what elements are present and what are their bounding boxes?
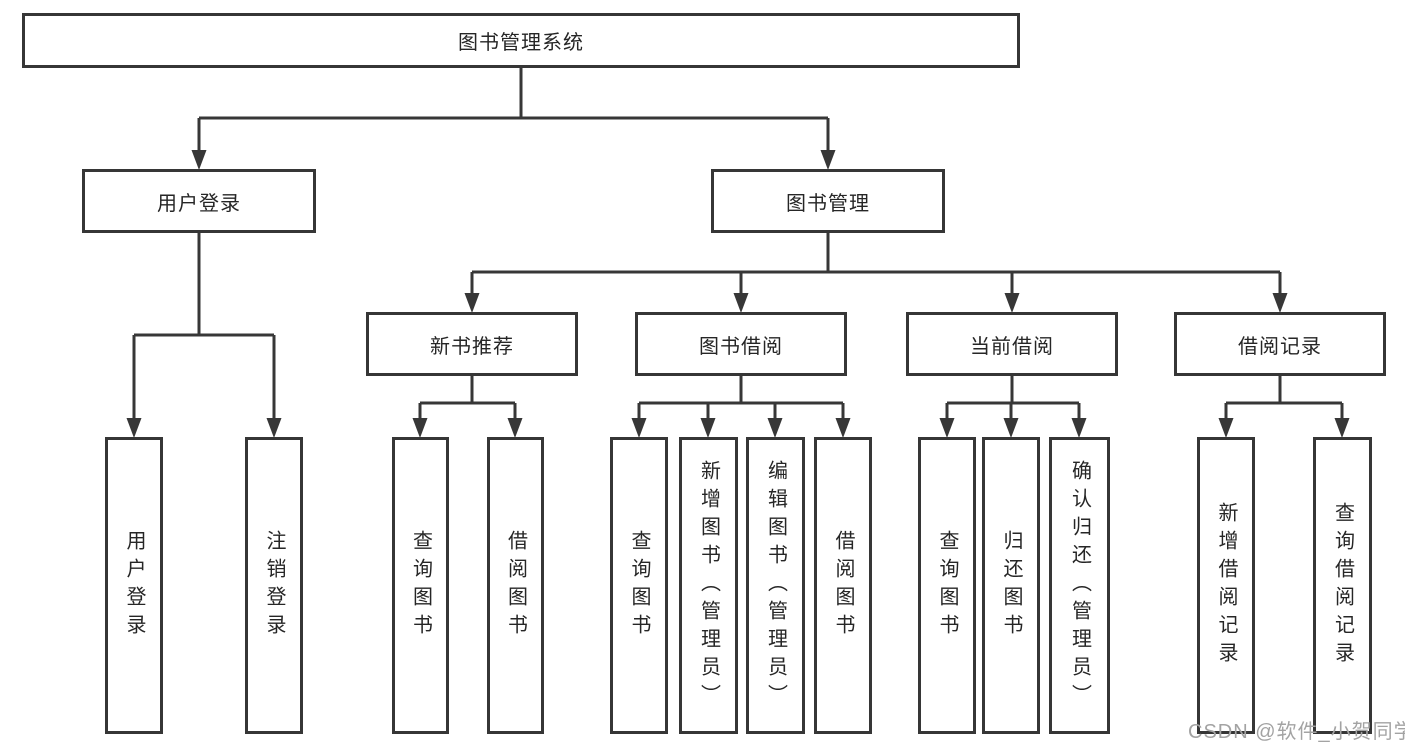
connector-book-borrow-children: [637, 376, 845, 424]
connector-user-login-children: [132, 233, 276, 424]
arrowhead-icon: [835, 418, 851, 438]
node-label: 当前借阅: [970, 335, 1054, 358]
node-leaf-borrow-search-books: 查询图书: [610, 437, 668, 734]
node-label: 查询借阅记录: [1331, 501, 1354, 670]
connector-book-management-children: [470, 233, 1282, 299]
node-leaf-add-books-admin: 新增图书（管理员）: [679, 437, 738, 734]
connector-current-borrow-children: [945, 376, 1081, 424]
node-label: 借阅图书: [832, 529, 854, 642]
node-label: 新增借阅记录: [1215, 501, 1237, 670]
node-label: 图书管理系统: [458, 32, 584, 54]
node-label: 借阅图书: [504, 529, 527, 642]
node-user-login: 用户登录: [82, 169, 316, 233]
node-book-management: 图书管理: [711, 169, 945, 233]
arrowhead-icon: [733, 293, 749, 313]
node-leaf-user-login: 用户登录: [105, 437, 163, 734]
arrowhead-icon: [1003, 418, 1019, 438]
arrowhead-icon: [631, 418, 647, 438]
node-leaf-edit-books-admin: 编辑图书（管理员）: [746, 437, 805, 734]
node-label: 编辑图书（管理员）: [764, 459, 787, 712]
node-leaf-recommend-search-books: 查询图书: [392, 437, 449, 734]
arrowhead-icon: [939, 418, 955, 438]
node-label: 归还图书: [1000, 529, 1022, 642]
node-label: 图书管理: [786, 192, 870, 215]
node-leaf-add-borrow-record: 新增借阅记录: [1197, 437, 1255, 734]
node-leaf-return-books: 归还图书: [982, 437, 1040, 734]
arrowhead-icon: [767, 418, 783, 438]
arrowhead-icon: [126, 418, 142, 438]
arrowhead-icon: [1004, 293, 1020, 313]
node-book-borrow: 图书借阅: [635, 312, 847, 376]
node-label: 注销登录: [263, 529, 285, 642]
csdn-watermark: CSDN @软件_小贺同学: [1188, 721, 1405, 743]
node-label: 图书借阅: [699, 335, 783, 358]
node-label: 查询图书: [628, 529, 650, 642]
node-label: 确认归还（管理员）: [1068, 459, 1091, 712]
arrowhead-icon: [412, 418, 428, 438]
node-new-book-recommend: 新书推荐: [366, 312, 578, 376]
arrowhead-icon: [1272, 293, 1288, 313]
arrowhead-group: [126, 150, 1350, 438]
node-label: 用户登录: [157, 192, 241, 215]
node-leaf-search-borrow-record: 查询借阅记录: [1313, 437, 1372, 734]
node-label: 查询图书: [936, 529, 958, 642]
node-leaf-current-search-books: 查询图书: [918, 437, 976, 734]
arrowhead-icon: [1334, 418, 1350, 438]
node-leaf-logout: 注销登录: [245, 437, 303, 734]
node-current-borrow: 当前借阅: [906, 312, 1118, 376]
node-borrow-records: 借阅记录: [1174, 312, 1386, 376]
node-label: 新书推荐: [430, 335, 514, 358]
connector-borrow-records-children: [1224, 376, 1344, 424]
arrowhead-icon: [507, 418, 523, 438]
node-label: 新增图书（管理员）: [697, 459, 720, 712]
node-leaf-recommend-borrow-books: 借阅图书: [487, 437, 544, 734]
connector-root-to-level2: [197, 68, 830, 156]
arrowhead-icon: [1218, 418, 1234, 438]
node-leaf-borrow-books: 借阅图书: [814, 437, 872, 734]
arrowhead-icon: [820, 150, 836, 170]
node-label: 借阅记录: [1238, 335, 1322, 358]
node-library-management-system: 图书管理系统: [22, 13, 1020, 68]
arrowhead-icon: [1071, 418, 1087, 438]
arrowhead-icon: [464, 293, 480, 313]
connector-path-group: [132, 68, 1344, 424]
arrowhead-icon: [266, 418, 282, 438]
node-label: 查询图书: [409, 529, 432, 642]
node-label: 用户登录: [123, 529, 145, 642]
arrowhead-icon: [700, 418, 716, 438]
arrowhead-icon: [191, 150, 207, 170]
node-leaf-confirm-return-admin: 确认归还（管理员）: [1049, 437, 1110, 734]
connector-new-book-recommend-children: [418, 376, 517, 424]
